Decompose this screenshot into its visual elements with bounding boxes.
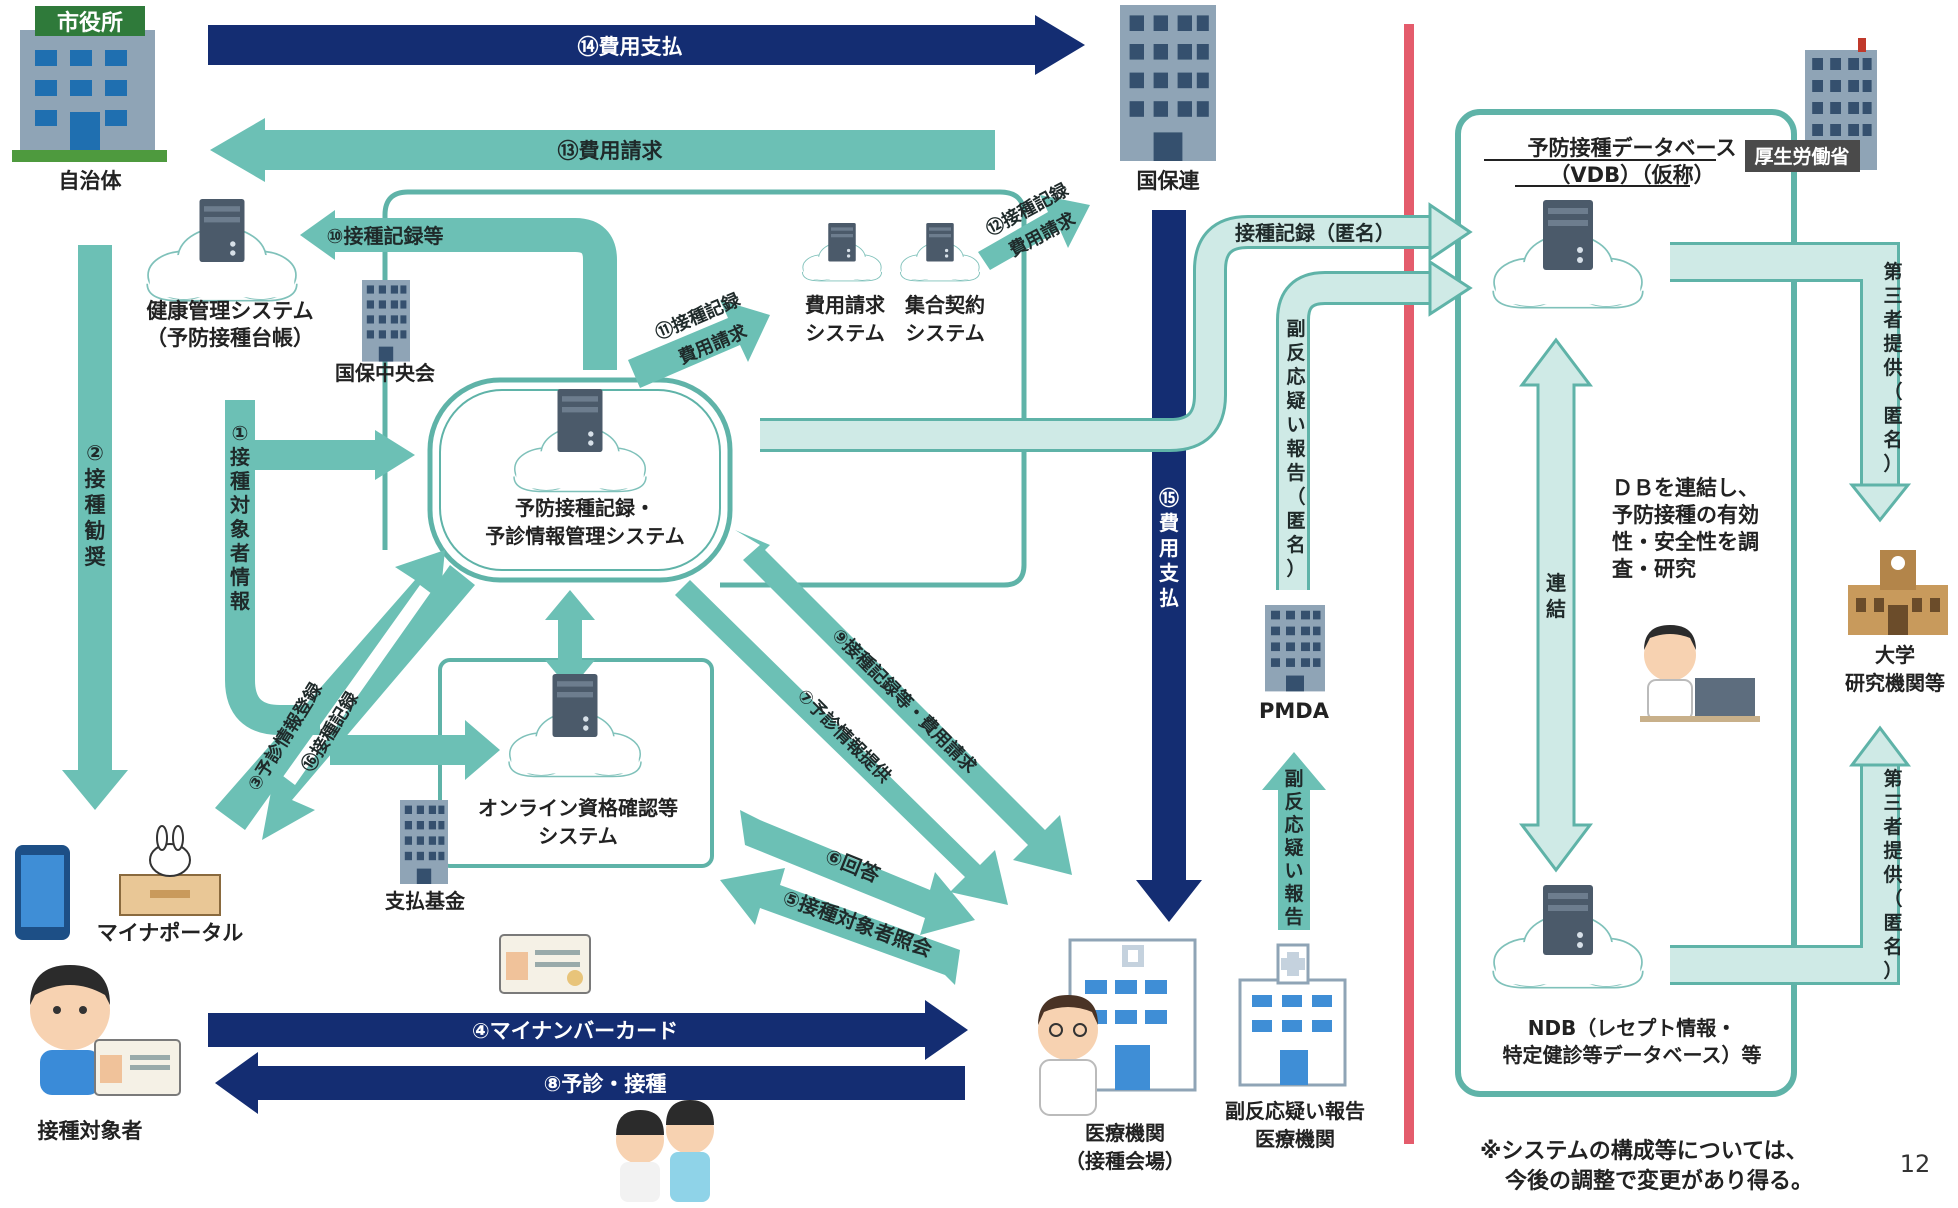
adverse-medical-label-2: 医療機関: [1255, 1127, 1335, 1151]
vaccine-recipient-icon: [30, 965, 110, 1095]
contract-system-server-icon: [899, 223, 981, 282]
ndb-label-1: NDB（レセプト情報・: [1528, 1016, 1737, 1040]
footer-note-2: 今後の調整で変更があり得る。: [1505, 1168, 1813, 1194]
online-system-label-2: システム: [538, 824, 617, 848]
svg-text:第三者提供（匿名）: 第三者提供（匿名）: [1882, 260, 1903, 475]
recipient-label: 接種対象者: [38, 1119, 143, 1143]
health-system-server-icon: [146, 199, 298, 302]
anon-record-label: 接種記録（匿名）: [1235, 221, 1395, 245]
billing-system-label-2: システム: [805, 321, 884, 345]
arrow-14-label: ⑭費用支払: [578, 35, 683, 59]
kokuhoren-label: 国保連: [1137, 169, 1201, 193]
vaccination-scene-icon: [616, 1100, 714, 1202]
arrow-third-party-2: 第三者提供（匿名）: [1670, 725, 1912, 985]
pmda-label: PMDA: [1259, 699, 1330, 723]
arrow-4-label: ④マイナンバーカード: [472, 1019, 678, 1043]
database-frame: [1455, 109, 1797, 1097]
billing-system-label-1: 費用請求: [805, 293, 886, 317]
payment-fund-label: 支払基金: [385, 889, 466, 913]
svg-text:副反応疑い報告: 副反応疑い報告: [1284, 768, 1304, 928]
university-building-icon: [1848, 550, 1948, 635]
online-system-server-icon: [508, 674, 642, 778]
arrow-4-mynumber-card: ④マイナンバーカード: [208, 1000, 968, 1060]
mynaportal-label: マイナポータル: [97, 921, 244, 945]
svg-text:副反応疑い報告（匿名）: 副反応疑い報告（匿名）: [1286, 318, 1306, 580]
city-hall-sign: 市役所: [57, 10, 123, 36]
svg-text:連結: 連結: [1546, 571, 1567, 621]
researcher-icon: [1640, 625, 1760, 722]
arrow-central-online-link: [545, 590, 595, 690]
mynumber-card-small-icon: [499, 934, 591, 994]
arrow-10-records: ⑩接種記録等: [300, 210, 617, 370]
university-label-2: 研究機関等: [1845, 671, 1945, 695]
mynaportal-mascot-icon: [119, 825, 221, 916]
arrow-7-label: ⑦予診情報提供: [793, 684, 896, 787]
footer-note-1: ※システムの構成等については、: [1480, 1138, 1808, 1164]
health-system-label-2: （予防接種台帳）: [146, 326, 314, 350]
arrow-8-exam-vaccinate: ⑧予診・接種: [215, 1052, 965, 1114]
vdb-label-1: 予防接種データベース: [1528, 136, 1737, 160]
adverse-report-hospital-icon: [1238, 943, 1347, 1087]
smartphone-icon: [15, 845, 70, 940]
contract-system-label-1: 集合契約: [904, 293, 985, 317]
billing-system-server-icon: [801, 223, 883, 282]
svg-text:厚生労働省: 厚生労働省: [1754, 145, 1849, 168]
contract-system-label-2: システム: [905, 321, 984, 345]
kokuho-central-building-icon: [362, 280, 410, 362]
kokuhoren-building-icon: [1120, 5, 1216, 161]
research-text-3: 性・安全性を調: [1612, 530, 1759, 554]
central-system-label-2: 予診情報管理システム: [485, 524, 684, 548]
city-hall-icon: 市役所: [12, 6, 167, 162]
mynumber-card-icon: [94, 1039, 181, 1096]
mhlw-building-icon: [1805, 38, 1877, 170]
vdb-server-icon: [1492, 200, 1644, 309]
page-number: 12: [1900, 1150, 1931, 1178]
kokuho-loop-frame: [382, 189, 1027, 588]
vdb-label-2: （VDB）（仮称）: [1549, 163, 1714, 187]
medical-label-2: （接種会場）: [1065, 1149, 1185, 1173]
mhlw-sign: 厚生労働省: [1745, 140, 1860, 172]
health-system-label-1: 健康管理システム: [146, 299, 313, 323]
arrow-14-payment: ⑭費用支払: [208, 15, 1085, 75]
arrow-11-records-billing: ⑪接種記録 費用請求: [628, 288, 770, 388]
online-system-label-1: オンライン資格確認等: [478, 796, 678, 820]
svg-text:第三者提供（匿名）: 第三者提供（匿名）: [1882, 767, 1903, 982]
arrow-to-online-system: [330, 720, 500, 780]
red-divider-line: [1404, 24, 1414, 1144]
arrow-adverse-anon: 副反応疑い報告（匿名）: [1276, 259, 1473, 590]
arrow-db-link: 連結: [1518, 337, 1594, 873]
research-text-4: 査・研究: [1612, 557, 1696, 581]
medical-label-1: 医療機関: [1085, 1121, 1165, 1145]
arrow-third-party-1: 第三者提供（匿名）: [1670, 242, 1912, 523]
arrow-8-label: ⑧予診・接種: [544, 1072, 667, 1096]
research-text-1: ＤＢを連結し、: [1612, 476, 1759, 500]
payment-fund-building-icon: [400, 800, 448, 884]
kokuho-central-label: 国保中央会: [335, 361, 435, 385]
municipality-label: 自治体: [59, 169, 123, 193]
arrow-anon-records: 接種記録（匿名）: [760, 202, 1473, 452]
arrow-adverse-report: 副反応疑い報告: [1262, 752, 1326, 930]
arrow-13-label: ⑬費用請求: [558, 139, 663, 163]
ndb-server-icon: [1492, 885, 1644, 989]
arrow-10-label: ⑩接種記録等: [327, 224, 444, 248]
pmda-building-icon: [1265, 605, 1325, 692]
central-system-label-1: 予防接種記録・: [515, 496, 655, 520]
doctor-icon: [1038, 995, 1098, 1116]
university-label-1: 大学: [1875, 643, 1915, 667]
research-text-2: 予防接種の有効: [1612, 503, 1759, 527]
adverse-medical-label-1: 副反応疑い報告: [1225, 1099, 1365, 1123]
arrow-13-billing: ⑬費用請求: [210, 118, 995, 182]
ndb-label-2: 特定健診等データベース）等: [1503, 1043, 1762, 1067]
